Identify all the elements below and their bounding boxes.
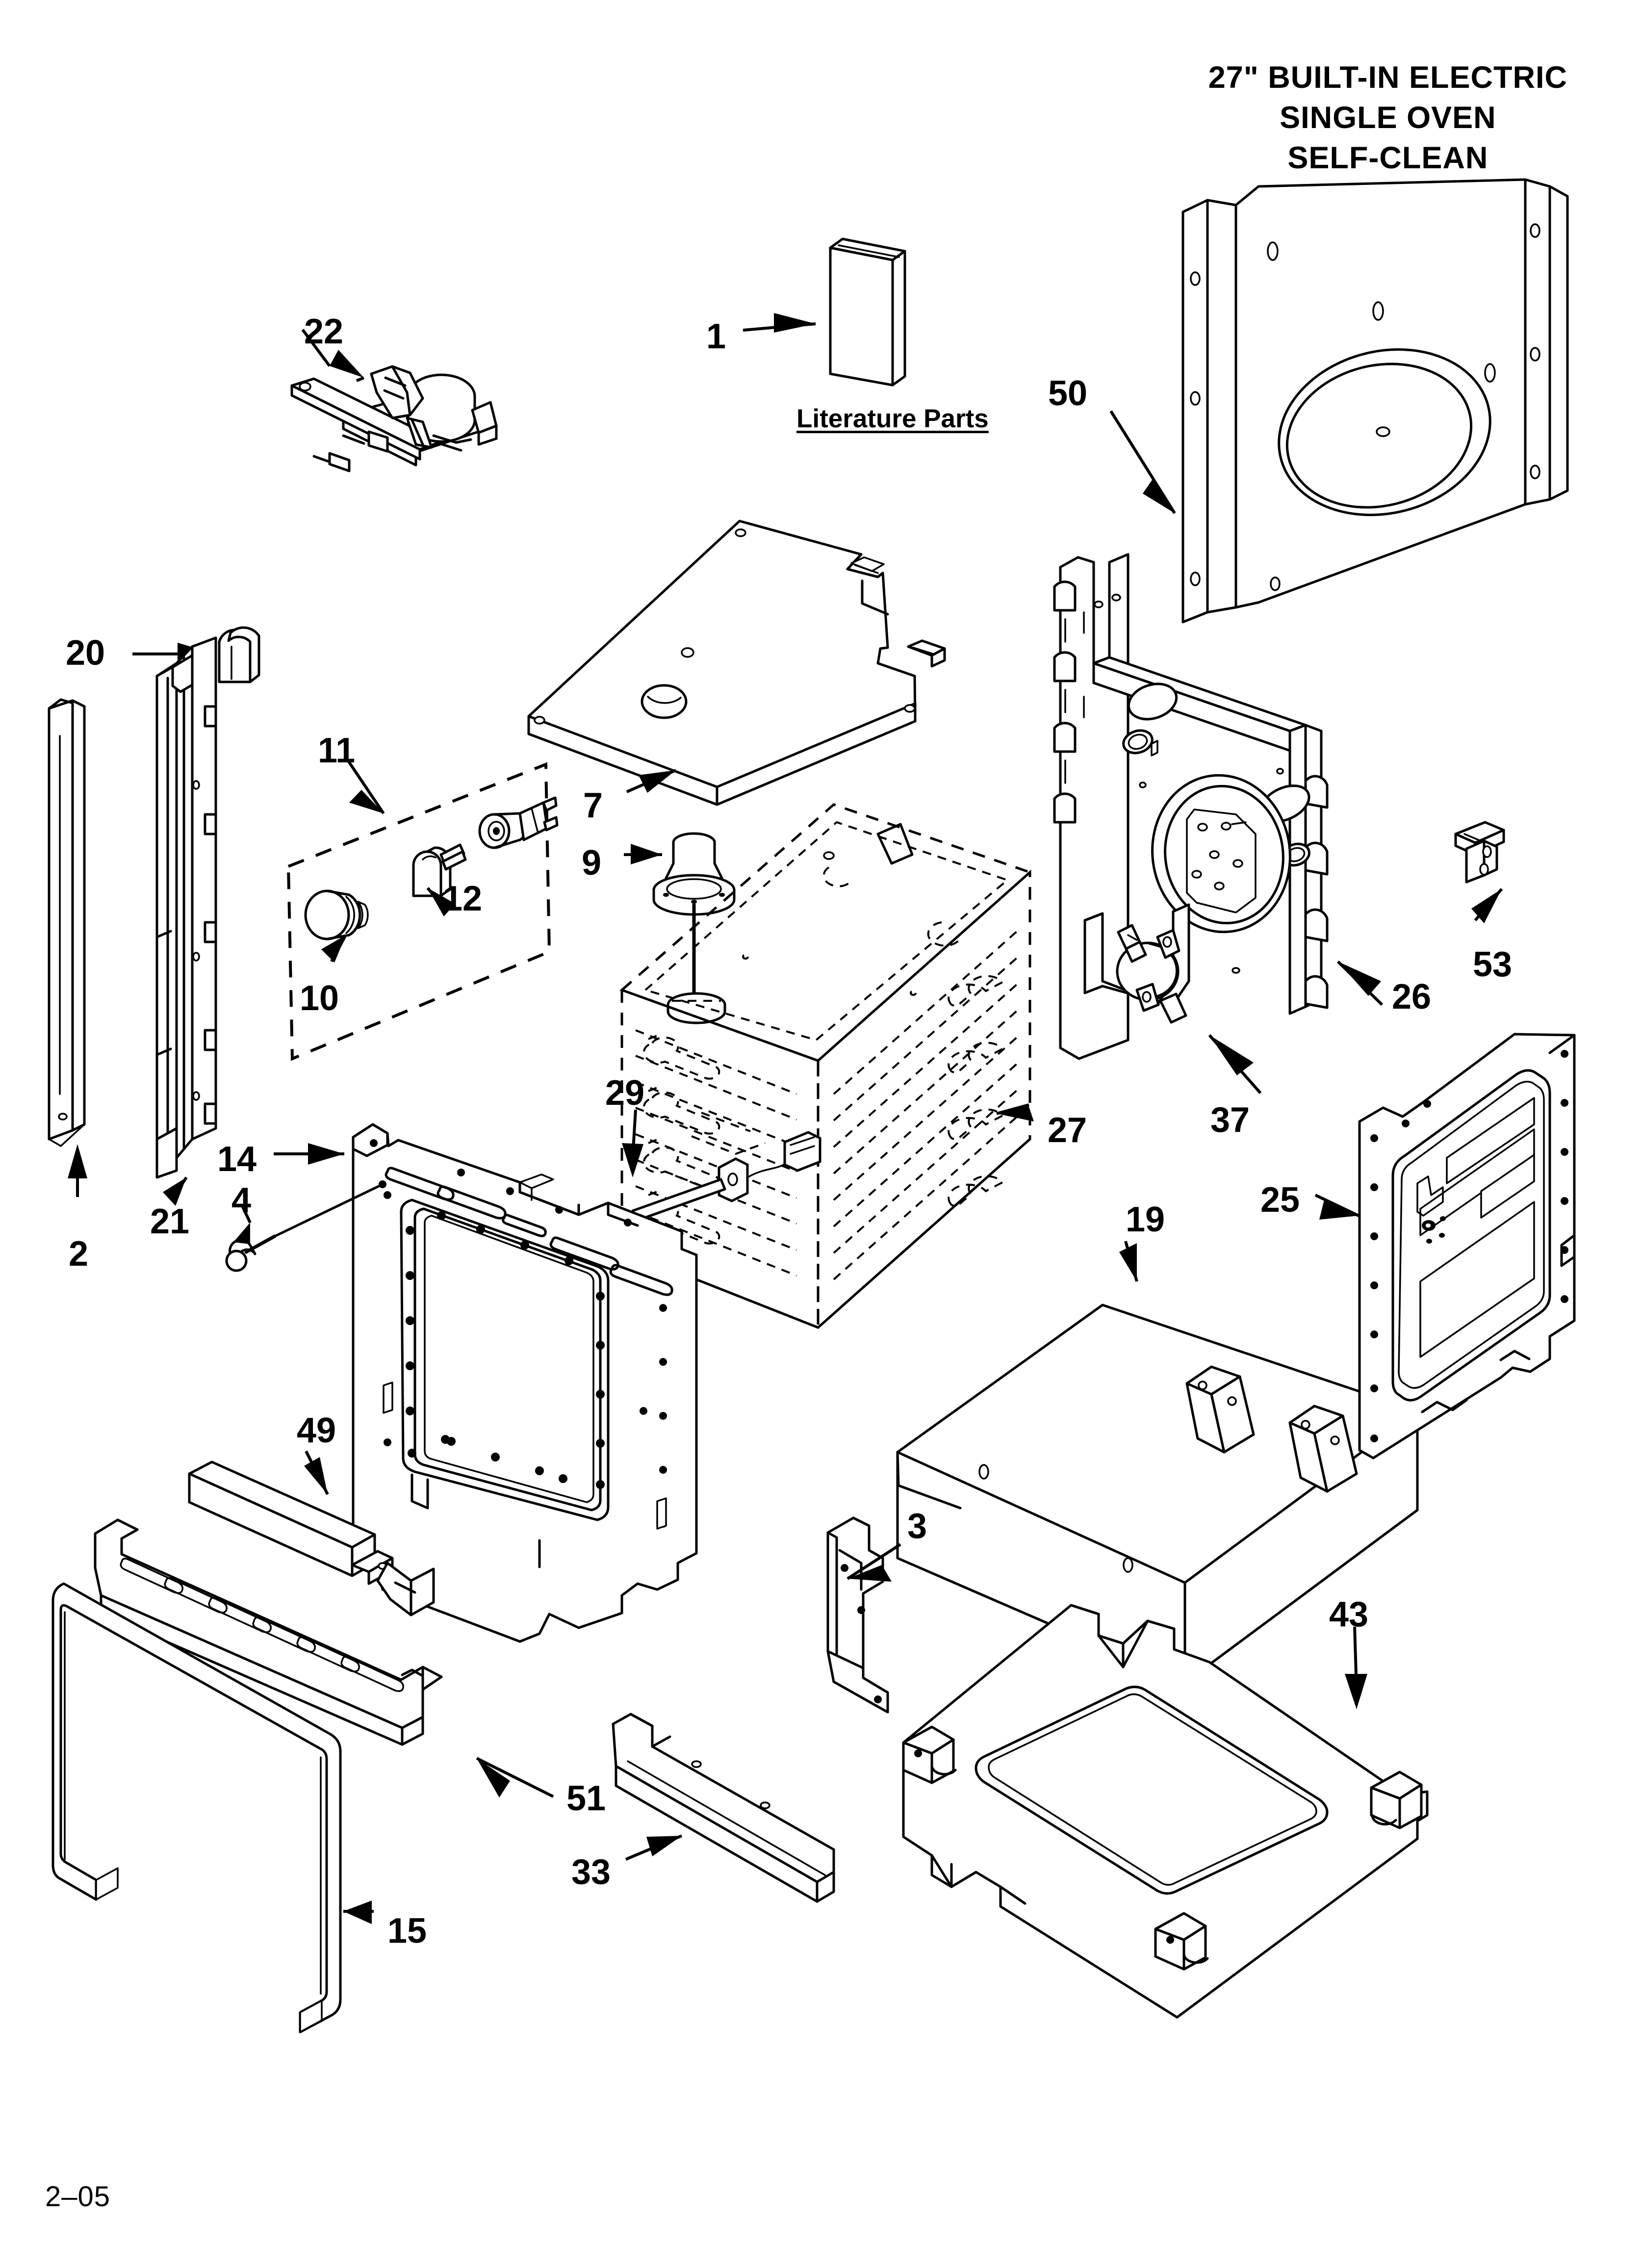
part-lower-trim-rail [188,1460,435,1616]
callout-51[interactable]: 51 [566,1779,606,1818]
leader-10 [321,934,347,963]
part-trim-end-cap [218,626,260,683]
title-line-3: SELF-CLEAN [1287,140,1488,175]
part-oven-back-panel [1053,553,1329,1060]
title-line-2: SINGLE OVEN [1280,100,1496,135]
part-wire-clip [1454,821,1505,884]
title-line-1: 27" BUILT-IN ELECTRIC [1208,60,1567,95]
callout-43[interactable]: 43 [1329,1595,1369,1634]
page-number: 2–05 [45,2181,111,2213]
part-door-gasket [51,1582,342,2033]
part-literature-packet [829,237,906,387]
callout-53[interactable]: 53 [1473,945,1513,984]
leader-37 [1208,1034,1262,1094]
callout-7[interactable]: 7 [583,786,603,825]
callout-50[interactable]: 50 [1048,374,1088,413]
leader-29 [622,1109,643,1177]
callout-26[interactable]: 26 [1392,977,1432,1017]
leader-19 [1119,1241,1138,1282]
leader-7 [626,769,677,793]
leader-43 [1345,1626,1367,1709]
part-trim-strip [48,698,86,1147]
callout-19[interactable]: 19 [1126,1200,1165,1239]
callout-25[interactable]: 25 [1260,1180,1300,1220]
literature-parts-caption: Literature Parts [796,404,989,433]
callout-3[interactable]: 3 [907,1507,927,1546]
leader-53 [1471,888,1503,923]
callout-21[interactable]: 21 [150,1202,190,1241]
leader-50 [1109,410,1176,514]
part-side-panel [1358,1033,1576,1460]
callout-29[interactable]: 29 [605,1073,645,1113]
callout-20[interactable]: 20 [66,633,105,673]
leader-15 [343,1901,374,1924]
leader-9 [624,844,662,864]
callout-33[interactable]: 33 [571,1852,611,1892]
callout-10[interactable]: 10 [300,979,339,1018]
leader-49 [304,1450,329,1495]
callout-4[interactable]: 4 [231,1181,252,1220]
leader-20 [132,643,215,665]
callout-9[interactable]: 9 [582,843,602,883]
leader-26 [1336,960,1384,1006]
part-blower-motor-assembly [290,365,498,472]
part-rear-shield-panel [1181,178,1569,624]
leader-51 [476,1757,554,1798]
part-mounting-bracket [826,1516,889,1714]
leader-2 [68,1144,87,1197]
callout-11[interactable]: 11 [318,731,356,770]
callout-22[interactable]: 22 [304,312,344,351]
callout-49[interactable]: 49 [297,1411,336,1450]
part-oven-front-frame [352,1123,698,1643]
part-oven-cavity-liner [619,803,1032,1330]
part-door-latch-rod [631,1131,821,1222]
diagram-title: 27" BUILT-IN ELECTRIC SINGLE OVEN SELF-C… [1208,58,1567,179]
leader-14 [274,1143,344,1165]
part-side-trim-rail [155,636,217,1179]
leader-27 [996,1103,1034,1121]
callout-1[interactable]: 1 [706,317,726,356]
callout-15[interactable]: 15 [387,1911,427,1951]
part-vent-tube [652,832,736,1024]
callout-2[interactable]: 2 [69,1234,89,1274]
part-lamp-lens-cover [304,889,369,940]
part-vent-trim [94,1518,443,1746]
part-bottom-pan [902,1604,1429,2019]
part-thermal-cutoff-switch [1116,924,1187,1024]
callout-37[interactable]: 37 [1210,1100,1250,1140]
callout-27[interactable]: 27 [1048,1111,1087,1150]
leader-25 [1314,1194,1360,1220]
callout-12[interactable]: 12 [443,879,483,918]
part-lamp-socket [478,796,559,849]
callout-14[interactable]: 14 [217,1140,257,1179]
part-bottom-front-trim [612,1713,835,1903]
leader-1 [743,313,816,333]
leader-3 [847,1543,901,1582]
leader-33 [625,1834,683,1861]
